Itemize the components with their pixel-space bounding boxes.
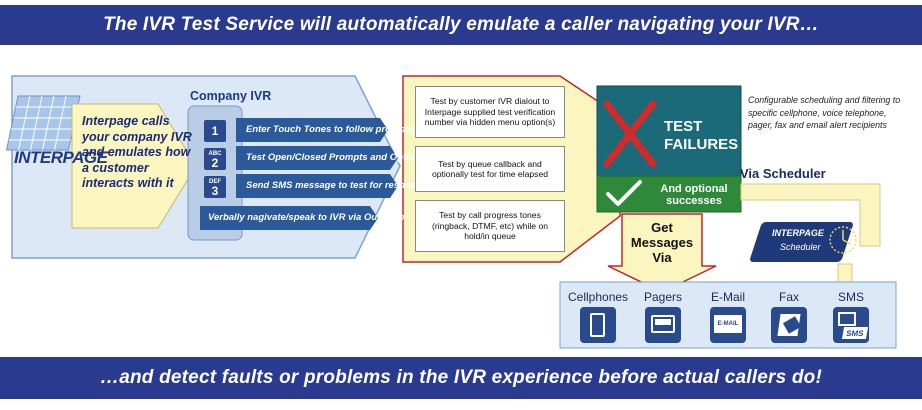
success-box <box>596 175 742 213</box>
pager-icon <box>645 307 681 343</box>
failures-box <box>596 85 742 177</box>
get-messages-arrow <box>607 213 717 293</box>
fax-icon <box>771 307 807 343</box>
scheduler-badge <box>750 222 853 262</box>
header-text: The IVR Test Service will automatically … <box>103 14 819 35</box>
x-mark-icon <box>603 100 657 168</box>
scheduler-badge-title: INTERPAGE <box>772 228 824 238</box>
key-1: 1 <box>204 120 226 142</box>
device-label-cellphones: Cellphones <box>568 290 629 304</box>
scheduler-badge-sub: Scheduler <box>780 242 821 252</box>
via-scheduler-label: Via Scheduler <box>740 166 826 181</box>
interpage-logo: INTERPAGE <box>14 148 108 167</box>
step-label-2: Test Open/Closed Prompts and Options <box>246 152 426 163</box>
callout-arrow <box>71 103 197 229</box>
scheduler-path <box>740 183 881 247</box>
scheduler-clock-icon <box>829 226 857 254</box>
step-arrow-2 <box>236 146 398 170</box>
scheduler-description: Configurable scheduling and filtering to… <box>748 95 901 130</box>
device-label-sms: SMS <box>837 290 864 304</box>
sms-icon: SMS <box>833 307 869 343</box>
checkmark-icon <box>606 180 642 206</box>
test-box-dialout: Test by customer IVR dialout to Interpag… <box>415 86 565 138</box>
key-3: DEF 3 <box>204 176 226 198</box>
device-label-email: E-Mail <box>710 290 745 304</box>
callout-text: Interpage calls your company IVR and emu… <box>82 114 192 190</box>
cellphone-icon <box>580 307 616 343</box>
key-2: ABC 2 <box>204 148 226 170</box>
step-arrow-1 <box>236 118 388 142</box>
get-messages-label: Get Messages Via <box>630 220 694 265</box>
device-label-fax: Fax <box>778 290 799 304</box>
scheduler-path-down <box>837 263 853 283</box>
test-box-callback: Test by queue callback and optionally te… <box>415 146 565 192</box>
interpage-logo-grid <box>5 95 81 151</box>
footer-text: …and detect faults or problems in the IV… <box>100 367 822 388</box>
step-label-4: Verbally nagivate/speak to IVR via Outvo… <box>208 212 405 223</box>
step-label-1: Enter Touch Tones to follow prompts <box>246 124 414 135</box>
test-failures-title: TEST FAILURES <box>664 118 739 153</box>
header-banner: The IVR Test Service will automatically … <box>0 5 922 45</box>
step-label-3: Send SMS message to test for responses <box>246 180 433 191</box>
test-box-progress-tones: Test by call progress tones (ringback, D… <box>415 200 565 252</box>
step-arrow-4 <box>200 206 378 230</box>
footer-banner: …and detect faults or problems in the IV… <box>0 357 922 399</box>
email-icon: E-MAIL <box>710 307 746 343</box>
step-arrow-3 <box>236 174 398 198</box>
device-label-pagers: Pagers <box>643 290 683 304</box>
optional-successes-title: And optional successes <box>660 183 728 207</box>
company-ivr-title: Company IVR <box>190 89 272 103</box>
